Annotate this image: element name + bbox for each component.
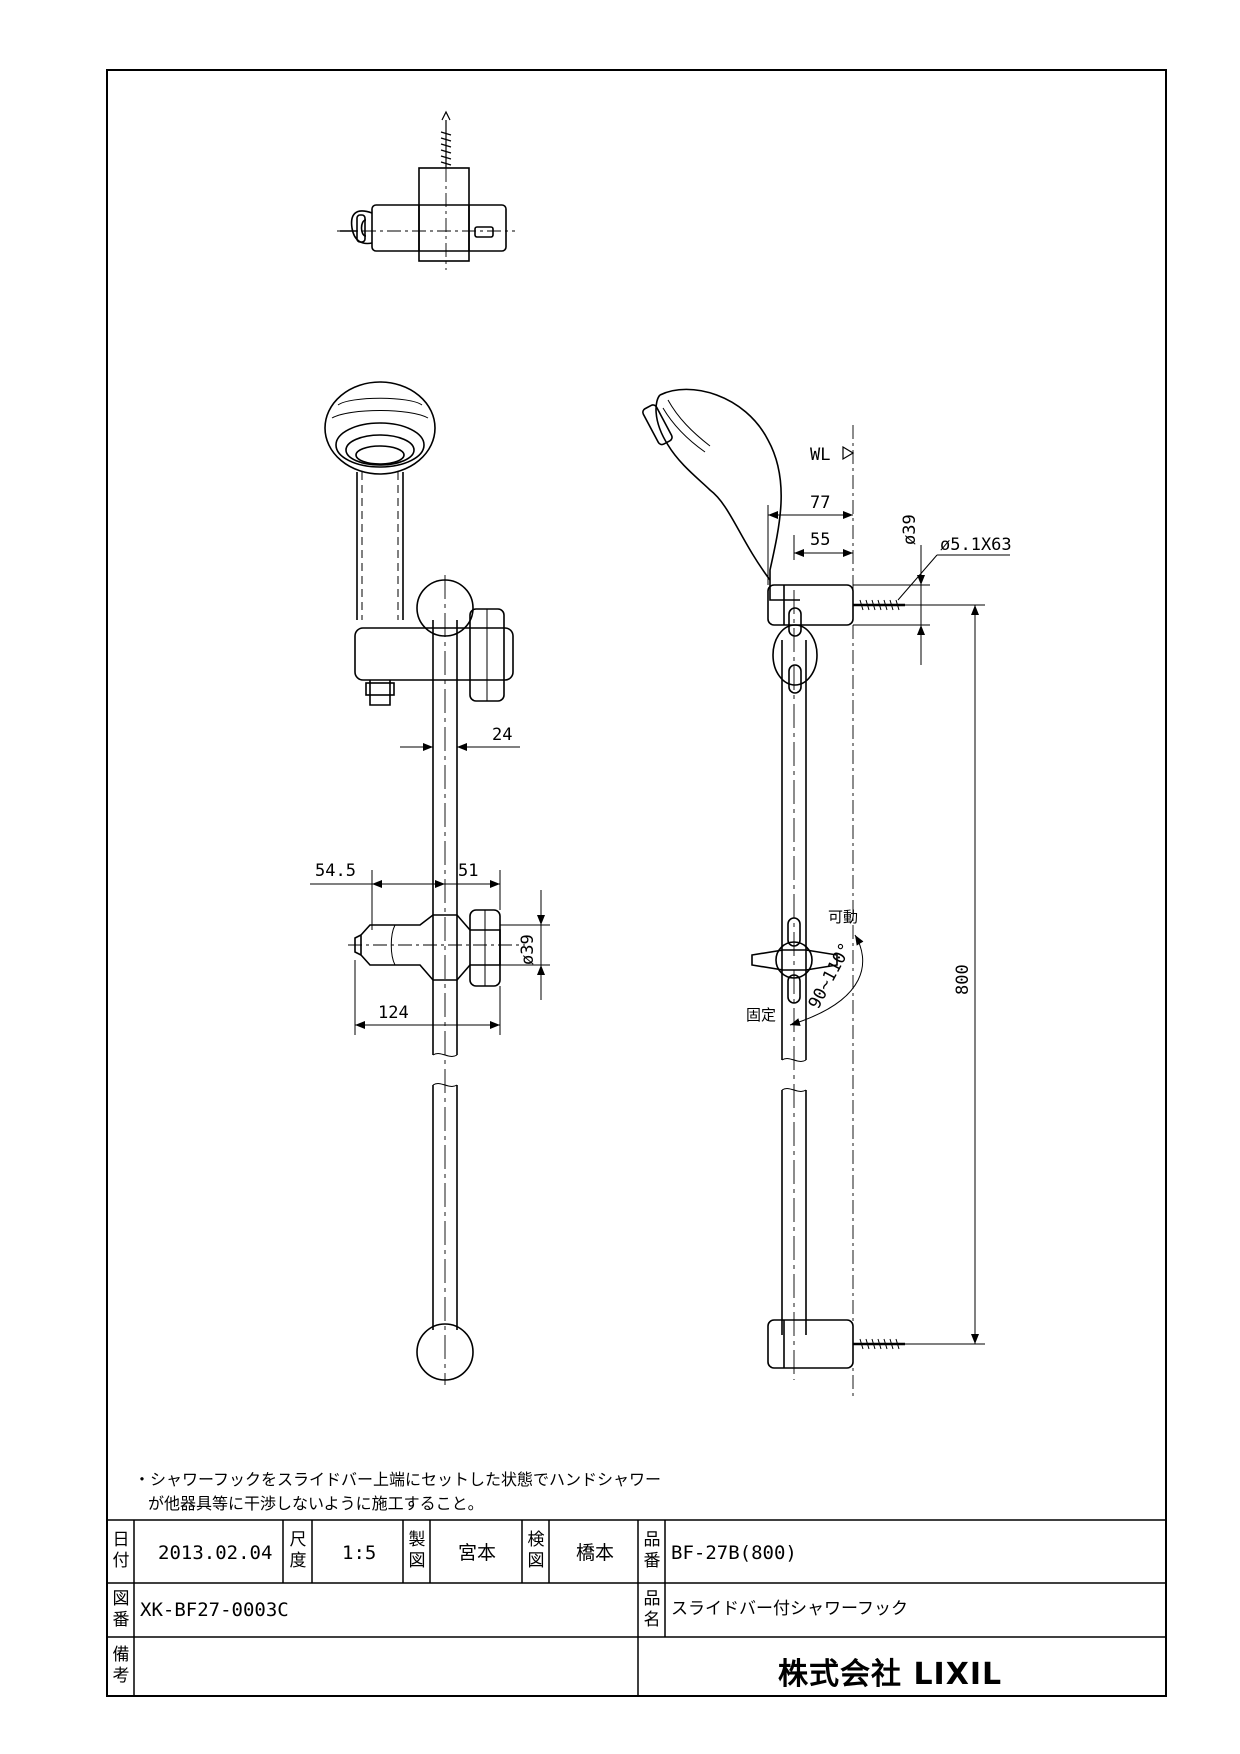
dim-hook-length: 124 [378,1003,409,1023]
note-line-2: が他器具等に干渉しないように施工すること。 [148,1494,484,1513]
checked-by-value: 橋本 [576,1542,615,1564]
drawing-no-label: 図番 [112,1589,130,1630]
dim-offset-55: 55 [810,530,830,550]
part-no-value: BF-27B(800) [671,1542,797,1564]
outer-border [106,69,1167,1697]
wl-marker-icon [842,445,855,461]
dim-offset-77: 77 [810,493,830,513]
movable-label: 可動 [828,908,858,926]
fixed-label: 固定 [746,1006,776,1024]
date-value: 2013.02.04 [158,1542,273,1564]
scale-value: 1:5 [342,1542,377,1564]
drawn-label: 製図 [408,1530,426,1571]
dim-bar-width: 24 [492,725,512,745]
drawn-by-value: 宮本 [458,1542,497,1564]
product-name-label: 品名 [643,1589,661,1630]
dim-mount-diameter: ø39 [900,514,920,545]
dim-hook-left: 54.5 [315,861,356,881]
checked-label: 検図 [527,1530,545,1571]
company-logo: 株式会社 LIXIL [778,1657,1003,1692]
dim-hook-diameter: ø39 [518,934,538,965]
note-line-1: ・シャワーフックをスライドバー上端にセットした状態でハンドシャワー [134,1470,662,1489]
side-dimensions [767,505,1010,1345]
remarks-label: 備考 [112,1645,130,1686]
water-level-label: WL [810,445,830,465]
part-no-label: 品番 [643,1530,661,1571]
dim-hook-right: 51 [458,861,478,881]
front-view [324,381,525,1385]
scale-label: 尺度 [289,1530,307,1571]
dim-screw: ø5.1X63 [940,535,1012,555]
front-dimensions [310,743,550,1035]
top-view [337,110,515,270]
dim-bar-length: 800 [953,964,973,995]
side-view [642,388,905,1400]
date-label: 日付 [112,1530,130,1571]
drawing-no-value: XK-BF27-0003C [140,1599,289,1621]
title-block [107,1519,1166,1696]
product-name-value: スライドバー付シャワーフック [671,1599,908,1619]
